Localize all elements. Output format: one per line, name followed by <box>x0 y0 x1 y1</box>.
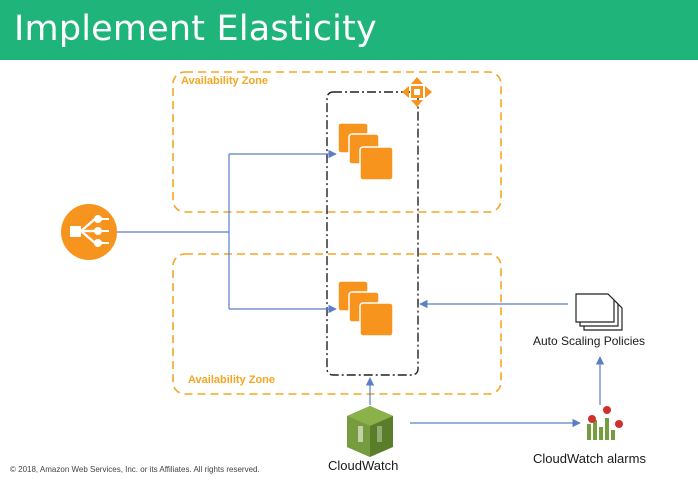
cloudwatch-label: CloudWatch <box>328 458 399 473</box>
cloudwatch-alarms-label: CloudWatch alarms <box>533 451 646 466</box>
availability-zone-bottom <box>172 253 502 395</box>
availability-zone-top <box>172 71 502 213</box>
auto-scaling-icon <box>402 77 432 107</box>
ec2-instances-icon-bottom <box>337 280 394 337</box>
ec2-instances-icon-top <box>337 122 394 181</box>
load-balancer-icon <box>61 204 117 260</box>
auto-scaling-group-boundary <box>326 91 419 376</box>
auto-scaling-policies-label: Auto Scaling Policies <box>533 334 646 348</box>
cloudwatch-alarm-icon <box>587 406 623 440</box>
cloudwatch-icon <box>347 406 393 457</box>
availability-zone-label-bottom: Availability Zone <box>188 374 276 386</box>
documents-icon <box>575 293 623 331</box>
load-balancer-connectors <box>117 149 337 314</box>
title-bar: Implement Elasticity <box>0 0 698 60</box>
slide-title: Implement Elasticity <box>14 9 377 49</box>
availability-zone-label-top: Availability Zone <box>181 75 269 87</box>
copyright-text: © 2018, Amazon Web Services, Inc. or its… <box>10 465 260 474</box>
